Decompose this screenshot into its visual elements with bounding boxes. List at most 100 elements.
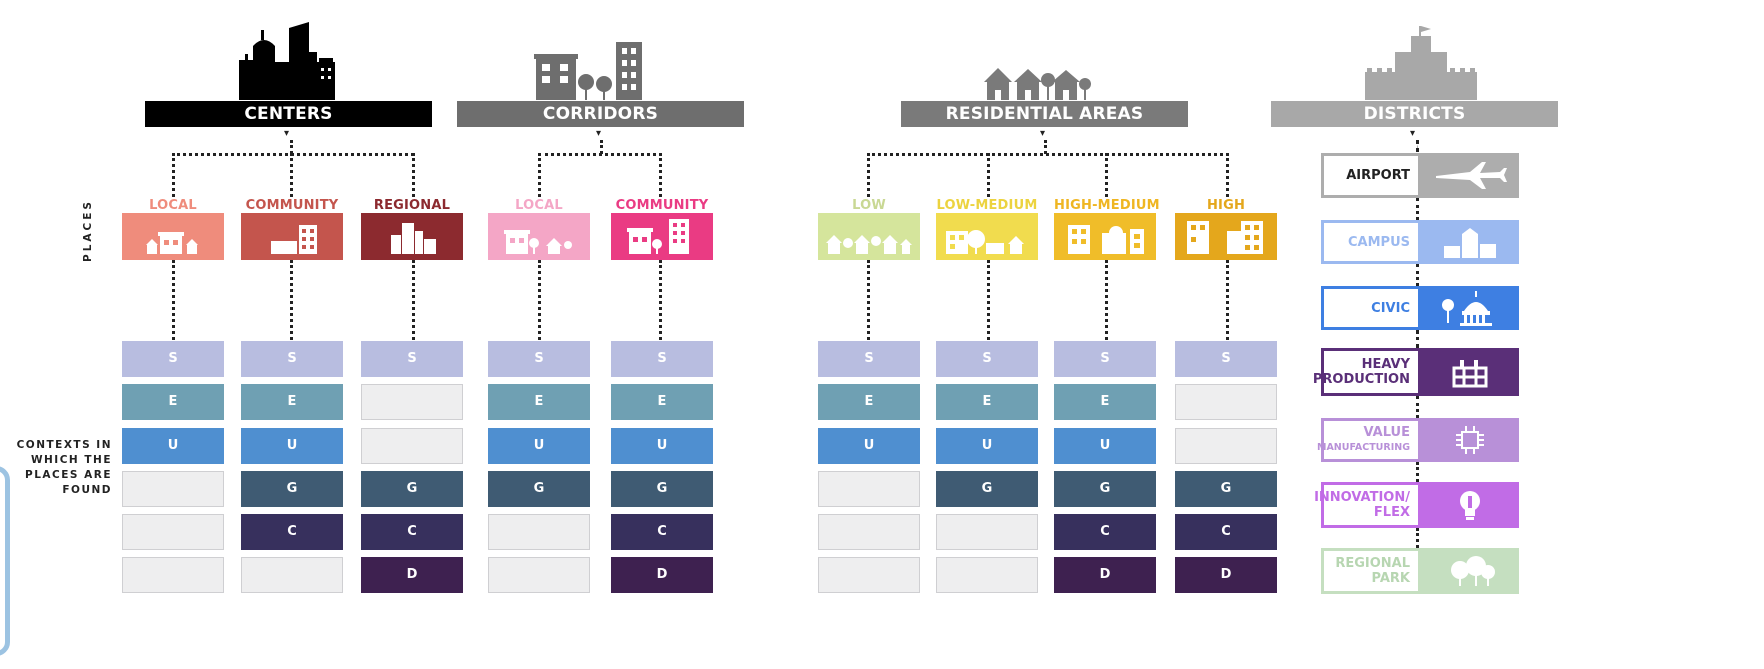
shops-icon: [504, 230, 572, 254]
context-cell-u: U: [611, 428, 713, 464]
context-cell-s: S: [936, 341, 1038, 377]
capitol-dome-icon: [1442, 291, 1492, 326]
connector-line: [867, 260, 870, 340]
district-civic-label: CIVIC: [1321, 286, 1421, 330]
place-box-corridors-community: [611, 213, 713, 260]
context-cell-e: E: [122, 384, 224, 420]
context-cell-empty: [361, 384, 463, 420]
place-label-residential-low-medium: LOW-MEDIUM: [936, 198, 1038, 213]
contexts-label-line: PLACES ARE: [25, 469, 112, 481]
district-label-line: PARK: [1371, 571, 1410, 586]
district-label-line: HEAVY: [1361, 357, 1410, 372]
places-axis-label: PLACES: [82, 199, 94, 262]
place-box-centers-local: [122, 213, 224, 260]
district-label-line: PRODUCTION: [1312, 372, 1410, 387]
place-box-centers-community: [241, 213, 343, 260]
context-cell-u: U: [1054, 428, 1156, 464]
context-cell-empty: [488, 557, 590, 593]
district-airport-label: AIRPORT: [1321, 153, 1421, 198]
context-cell-u: U: [936, 428, 1038, 464]
connector-line: [1416, 264, 1419, 286]
context-cell-d: D: [611, 557, 713, 593]
context-cell-empty: [818, 514, 920, 550]
context-cell-c: C: [241, 514, 343, 550]
connector-line: [290, 153, 293, 197]
centers-band: CENTERS: [145, 101, 432, 127]
context-cell-e: E: [1054, 384, 1156, 420]
context-cell-g: G: [361, 471, 463, 507]
high-rise-icon: [391, 223, 436, 254]
place-label-residential-high: HIGH: [1206, 198, 1246, 213]
district-heavy-production-tile: [1421, 348, 1519, 396]
context-cell-e: E: [818, 384, 920, 420]
connector-line: [172, 153, 175, 197]
district-innovation-flex-label: INNOVATION/FLEX: [1314, 482, 1421, 528]
context-cell-g: G: [611, 471, 713, 507]
district-airport-text: AIRPORT: [1346, 168, 1410, 183]
contexts-label-line: WHICH THE: [30, 454, 112, 466]
connector-line: [867, 153, 870, 197]
district-campus-text: CAMPUS: [1348, 234, 1410, 250]
district-civic-text: CIVIC: [1371, 300, 1410, 316]
place-label-residential-low: LOW: [852, 198, 886, 213]
context-cell-empty: [241, 557, 343, 593]
connector-line: [538, 153, 541, 197]
connector-line: [1044, 140, 1047, 154]
connector-line: [1416, 528, 1419, 548]
campus-buildings-icon: [1444, 228, 1496, 258]
context-cell-d: D: [1054, 557, 1156, 593]
frame-fragment: [0, 466, 10, 656]
high-density-housing-icon: [1187, 221, 1263, 254]
context-cell-empty: [936, 557, 1038, 593]
context-cell-empty: [488, 514, 590, 550]
airplane-icon: [1436, 161, 1507, 189]
factory-icon: [1452, 360, 1488, 388]
context-cell-d: D: [361, 557, 463, 593]
context-cell-s: S: [611, 341, 713, 377]
contexts-label-line: CONTEXTS IN: [16, 439, 112, 451]
small-town-icon: [146, 232, 198, 254]
context-cell-u: U: [818, 428, 920, 464]
connector-line: [1416, 330, 1419, 348]
connector-arrow: ▾: [596, 128, 602, 139]
context-cell-empty: [1175, 384, 1277, 420]
corridor-community-icon: [627, 219, 689, 254]
circuit-chip-icon: [1456, 426, 1484, 454]
place-label-corridors-local: LOCAL: [515, 198, 563, 213]
high-medium-housing-icon: [1068, 225, 1144, 254]
houses-icon: [984, 68, 1091, 100]
context-cell-g: G: [936, 471, 1038, 507]
place-label-corridors-community: COMMUNITY: [615, 198, 709, 213]
context-cell-empty: [936, 514, 1038, 550]
district-label-line: MANUFACTURING: [1317, 442, 1410, 453]
context-cell-u: U: [122, 428, 224, 464]
district-innovation-flex-text: INNOVATION/FLEX: [1314, 490, 1410, 520]
context-cell-s: S: [1175, 341, 1277, 377]
connector-line: [412, 260, 415, 340]
context-cell-e: E: [488, 384, 590, 420]
connector-line: [412, 153, 415, 197]
district-campus-tile: [1421, 220, 1519, 264]
place-box-residential-low: [818, 213, 920, 260]
context-cell-empty: [122, 471, 224, 507]
connector-line: [1226, 260, 1229, 340]
context-cell-s: S: [241, 341, 343, 377]
corridors-band: CORRIDORS: [457, 101, 744, 127]
context-cell-g: G: [1175, 471, 1277, 507]
district-label-line: FLEX: [1373, 505, 1410, 520]
connector-line: [867, 153, 1229, 156]
district-airport-tile: [1421, 153, 1519, 198]
connector-arrow: ▾: [1410, 128, 1416, 139]
trees-icon: [1451, 556, 1495, 586]
district-label-line: INNOVATION/: [1314, 490, 1410, 505]
context-cell-c: C: [611, 514, 713, 550]
contexts-axis-label: CONTEXTS IN WHICH THE PLACES ARE FOUND: [2, 438, 112, 498]
context-cell-s: S: [818, 341, 920, 377]
connector-line: [538, 153, 662, 156]
place-box-centers-regional: [361, 213, 463, 260]
context-cell-empty: [122, 557, 224, 593]
